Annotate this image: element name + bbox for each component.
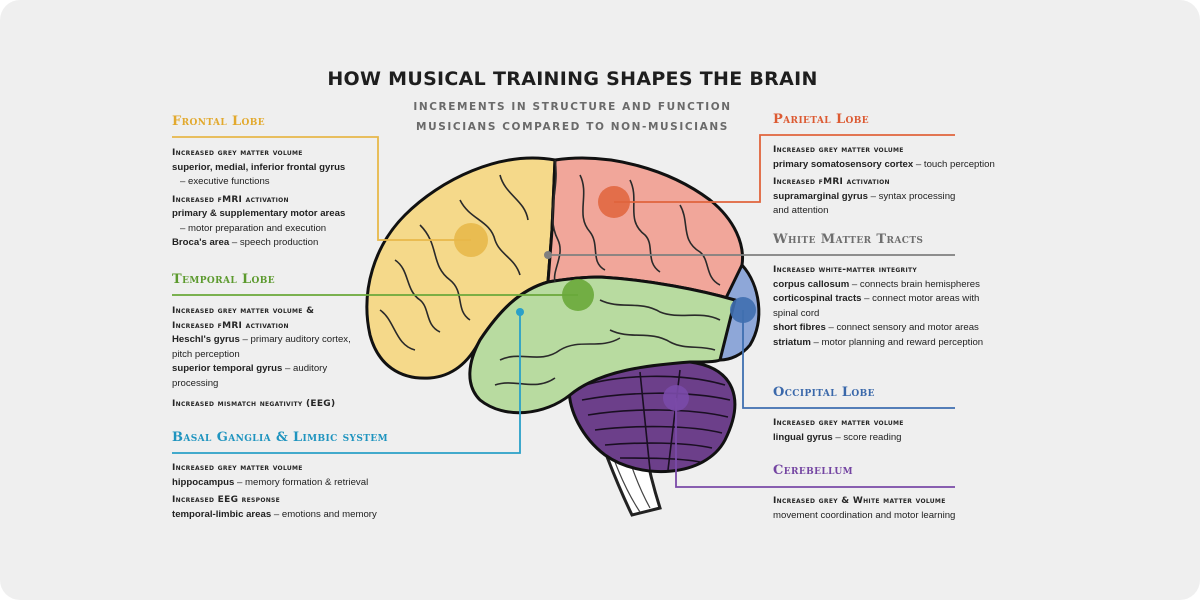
white-matter-line-4-bold: short fibres <box>773 322 826 333</box>
temporal-cap-2: Increased fMRI activation <box>172 319 402 334</box>
frontal-cap-1: Increased grey matter volume <box>172 146 392 161</box>
parietal-lobe-heading: Parietal Lobe <box>773 112 869 127</box>
infographic-title: HOW MUSICAL TRAINING SHAPES THE BRAIN <box>0 68 1145 90</box>
occipital-lobe-text: Increased grey matter volume lingual gyr… <box>773 416 993 445</box>
white-matter-line-1-bold: corpus callosum <box>773 279 849 290</box>
white-matter-line-1: – connects brain hemispheres <box>849 279 980 290</box>
parietal-line-1: – touch perception <box>913 159 995 170</box>
parietal-lobe-text: Increased grey matter volume primary som… <box>773 143 1013 219</box>
frontal-line-5-bold: Broca's area <box>172 237 229 248</box>
subtitle-line-1: INCREMENTS IN STRUCTURE AND FUNCTION <box>0 101 1145 113</box>
occipital-line-1: – score reading <box>833 432 902 443</box>
cerebellum-line-1: movement coordination and motor learning <box>773 509 1013 524</box>
white-matter-heading: White Matter Tracts <box>773 232 923 247</box>
parietal-line-3: and attention <box>773 204 1013 219</box>
cerebellum-cap-1: Increased grey & White matter volume <box>773 494 1013 509</box>
temporal-cap-3: Increased mismatch negativity (EEG) <box>172 397 402 412</box>
white-matter-line-2-bold: corticospinal tracts <box>773 293 862 304</box>
white-matter-line-5: – motor planning and reward perception <box>811 337 983 348</box>
temporal-line-3-bold: superior temporal gyrus <box>172 363 282 374</box>
parietal-cap-2: Increased fMRI activation <box>773 175 1013 190</box>
basal-cap-1: Increased grey matter volume <box>172 461 412 476</box>
frontal-lobe-text: Increased grey matter volume superior, m… <box>172 146 392 251</box>
occipital-cap-1: Increased grey matter volume <box>773 416 993 431</box>
temporal-line-1-bold: Heschl's gyrus <box>172 334 240 345</box>
frontal-line-3: primary & supplementary motor areas <box>172 208 345 219</box>
basal-line-1-bold: hippocampus <box>172 477 234 488</box>
white-matter-line-5-bold: striatum <box>773 337 811 348</box>
parietal-line-1-bold: primary somatosensory cortex <box>773 159 913 170</box>
temporal-cap-1: Increased grey matter volume & <box>172 304 402 319</box>
basal-ganglia-heading: Basal Ganglia & Limbic system <box>172 430 388 445</box>
white-matter-text: Increased white-matter integrity corpus … <box>773 263 1013 350</box>
temporal-line-1: – primary auditory cortex, <box>240 334 351 345</box>
cerebellum-heading: Cerebellum <box>773 463 853 478</box>
temporal-line-3: – auditory <box>282 363 327 374</box>
frontal-line-5: – speech production <box>229 237 318 248</box>
basal-ganglia-text: Increased grey matter volume hippocampus… <box>172 461 412 522</box>
parietal-line-2-bold: supramarginal gyrus <box>773 191 868 202</box>
temporal-lobe-text: Increased grey matter volume & Increased… <box>172 304 402 412</box>
temporal-lobe-heading: Temporal Lobe <box>172 272 275 287</box>
white-matter-line-3: spinal cord <box>773 307 1013 322</box>
frontal-line-2: – executive functions <box>172 175 392 190</box>
temporal-line-2: pitch perception <box>172 348 402 363</box>
white-matter-cap-1: Increased white-matter integrity <box>773 263 1013 278</box>
frontal-cap-2: Increased fMRI activation <box>172 193 392 208</box>
occipital-line-1-bold: lingual gyrus <box>773 432 833 443</box>
basal-line-2-bold: temporal-limbic areas <box>172 509 271 520</box>
white-matter-line-2: – connect motor areas with <box>862 293 980 304</box>
parietal-line-2: – syntax processing <box>868 191 955 202</box>
parietal-cap-1: Increased grey matter volume <box>773 143 1013 158</box>
frontal-lobe-heading: Frontal Lobe <box>172 114 265 129</box>
basal-line-2: – emotions and memory <box>271 509 377 520</box>
cerebellum-text: Increased grey & White matter volume mov… <box>773 494 1013 523</box>
basal-cap-2: Increased EEG response <box>172 493 412 508</box>
temporal-line-4: processing <box>172 377 402 392</box>
basal-line-1: – memory formation & retrieval <box>234 477 368 488</box>
frontal-line-4: – motor preparation and execution <box>172 222 392 237</box>
frontal-line-1: superior, medial, inferior frontal gyrus <box>172 162 345 173</box>
white-matter-line-4: – connect sensory and motor areas <box>826 322 979 333</box>
occipital-lobe-heading: Occipital Lobe <box>773 385 875 400</box>
